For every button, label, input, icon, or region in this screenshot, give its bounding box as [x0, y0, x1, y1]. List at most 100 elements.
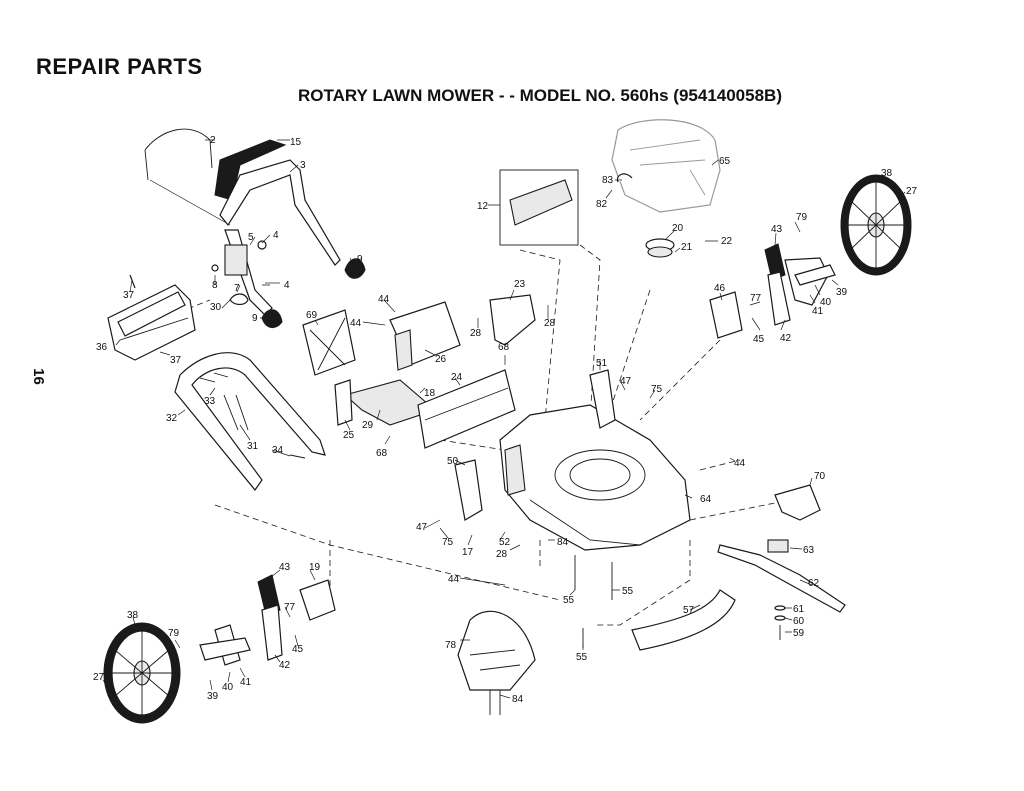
- callout-label: 61: [793, 604, 805, 615]
- callout-label: 27: [93, 672, 105, 683]
- callout-label: 79: [168, 628, 180, 639]
- blade-part: [717, 539, 846, 613]
- callout-label: 62: [808, 578, 820, 589]
- assembly-guide-lines: [159, 244, 791, 626]
- callout-label: 69: [306, 310, 318, 321]
- front-bracket-part: [454, 459, 483, 521]
- callout-label: 8: [212, 280, 218, 291]
- callout-label: 42: [780, 333, 792, 344]
- callout-label: 27: [906, 186, 918, 197]
- callout-label: 42: [279, 660, 291, 671]
- callout-label: 60: [793, 616, 805, 627]
- callout-label: 12: [477, 201, 489, 212]
- mower-deck-part: [499, 404, 691, 551]
- callout-label: 41: [240, 677, 252, 688]
- callout-label: 37: [123, 290, 135, 301]
- callout-label: 84: [557, 537, 569, 548]
- baffle-part: [489, 294, 536, 346]
- callout-label: 55: [563, 595, 575, 606]
- callout-label: 47: [620, 376, 632, 387]
- callout-label: 45: [292, 644, 304, 655]
- callout-label: 2: [210, 135, 216, 146]
- callout-label: 44: [448, 574, 460, 585]
- callout-label: 75: [442, 537, 454, 548]
- callout-label: 38: [881, 168, 893, 179]
- callout-label: 39: [207, 691, 219, 702]
- callout-label: 31: [247, 441, 259, 452]
- callout-label: 20: [672, 223, 684, 234]
- left-height-adjuster-part: [199, 574, 336, 666]
- callout-label: 65: [719, 156, 731, 167]
- page-title: REPAIR PARTS: [36, 54, 203, 79]
- callout-label: 9: [357, 254, 363, 265]
- callout-label: 37: [170, 355, 182, 366]
- leader-lines: [102, 139, 906, 699]
- bag-frame-part: [107, 274, 196, 361]
- callout-label: 4: [273, 230, 279, 241]
- callout-label: 22: [721, 236, 733, 247]
- callout-label: 50: [447, 456, 459, 467]
- callout-label: 23: [514, 279, 526, 290]
- bolt-parts: [199, 372, 306, 459]
- mulch-bracket-part: [389, 301, 461, 371]
- callout-label: 46: [714, 283, 726, 294]
- callout-label: 64: [700, 494, 712, 505]
- callout-label: 21: [681, 242, 693, 253]
- callout-label: 45: [753, 334, 765, 345]
- callout-label: 44: [734, 458, 746, 469]
- callout-label: 41: [812, 306, 824, 317]
- callout-label: 5: [248, 232, 254, 243]
- page-subtitle: ROTARY LAWN MOWER - - MODEL NO. 560hs (9…: [298, 86, 782, 105]
- callout-label: 44: [350, 318, 362, 329]
- callout-label: 28: [470, 328, 482, 339]
- callout-label: 28: [496, 549, 508, 560]
- callout-label: 39: [836, 287, 848, 298]
- callout-label: 24: [451, 372, 463, 383]
- mulch-plug-part: [457, 610, 536, 691]
- callout-label: 68: [498, 342, 510, 353]
- callout-label: 18: [424, 388, 436, 399]
- callout-label: 40: [820, 297, 832, 308]
- callout-label: 77: [284, 602, 296, 613]
- handle-hardware-parts: [211, 240, 280, 306]
- callout-label: 38: [127, 610, 139, 621]
- pulley-part: [645, 238, 675, 258]
- baffle-plate-part: [334, 379, 437, 426]
- right-rear-wheel-part: [840, 174, 912, 276]
- callout-label: 3: [300, 160, 306, 171]
- deflector-part: [302, 309, 356, 376]
- callout-label: 44: [378, 294, 390, 305]
- callout-label: 78: [445, 640, 457, 651]
- callout-label: 63: [803, 545, 815, 556]
- right-height-adjuster-part: [709, 243, 836, 339]
- shield-part: [589, 369, 616, 429]
- callout-label: 4: [284, 280, 290, 291]
- mulch-bolt-parts: [489, 690, 501, 715]
- callout-label: 57: [683, 605, 695, 616]
- callout-label: 43: [279, 562, 291, 573]
- engine-part: [611, 119, 721, 213]
- callout-label: 19: [309, 562, 321, 573]
- rear-door-part: [417, 369, 516, 449]
- callout-label: 26: [435, 354, 447, 365]
- callout-label: 29: [362, 420, 374, 431]
- callout-label: 83: [602, 175, 614, 186]
- lower-handle-frame-part: [174, 352, 326, 491]
- label-part: [499, 169, 579, 246]
- blade-bolt-parts: [774, 605, 786, 640]
- callout-label: 28: [544, 318, 556, 329]
- callout-label: 9: [252, 313, 258, 324]
- callout-label: 25: [343, 430, 355, 441]
- callout-label: 40: [222, 682, 234, 693]
- skirt-part: [631, 589, 736, 651]
- callout-label: 34: [272, 445, 284, 456]
- blade-adapter-part: [774, 484, 821, 521]
- callout-label: 52: [499, 537, 511, 548]
- callout-label: 36: [96, 342, 108, 353]
- callout-label: 17: [462, 547, 474, 558]
- callout-label: 55: [622, 586, 634, 597]
- callout-label: 51: [596, 358, 608, 369]
- callout-label: 77: [750, 293, 762, 304]
- callout-labels: 2 15 3 4 5 4 9 8 7 9 37 30 36 37 33 31 3…: [93, 135, 918, 705]
